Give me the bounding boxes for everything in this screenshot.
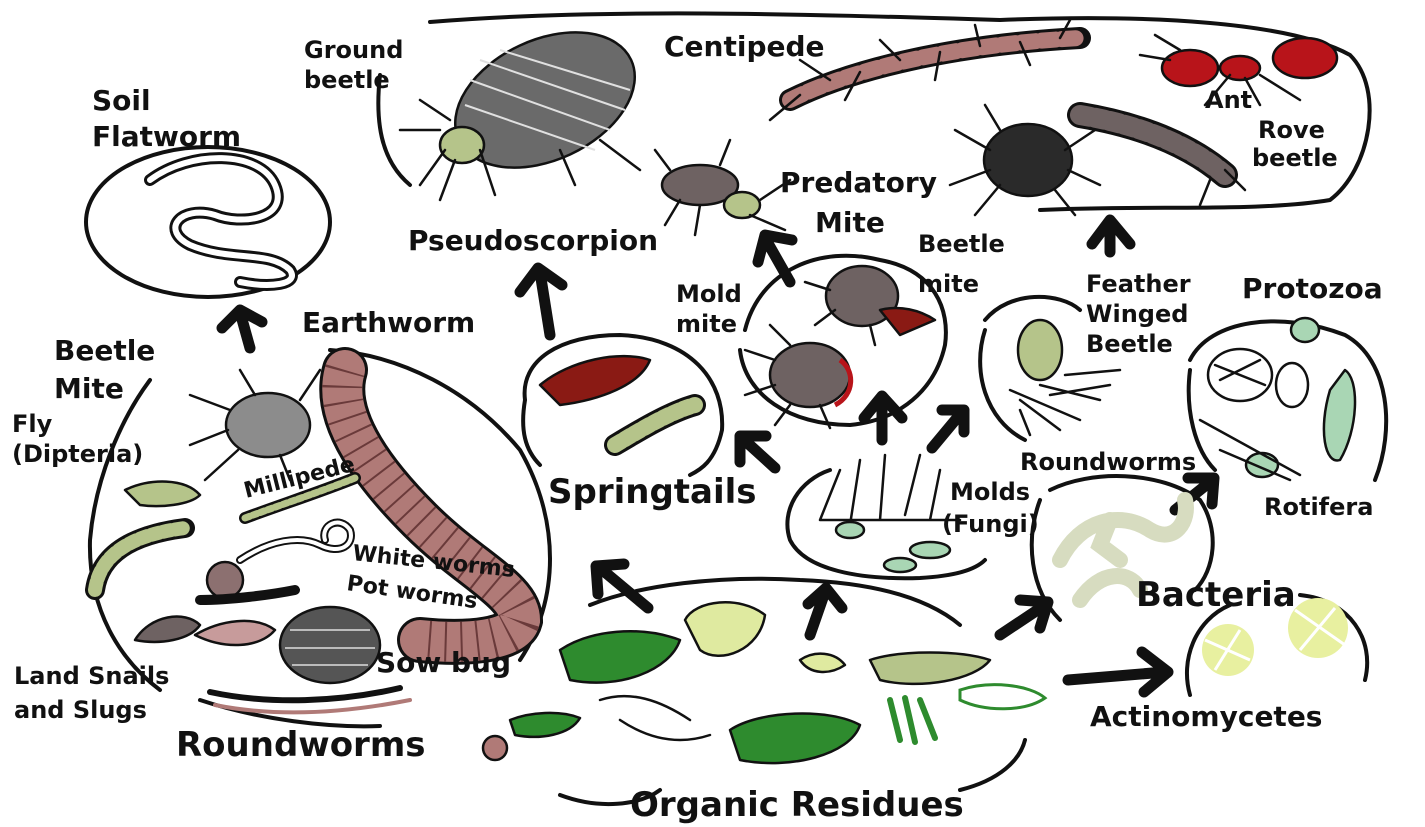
sow-bug-drawing bbox=[280, 607, 380, 683]
label-earthworm: Earthworm bbox=[302, 306, 475, 339]
label-beetle-mite-top-2: mite bbox=[918, 270, 979, 298]
arrow-to-springtails bbox=[740, 436, 775, 468]
label-mold-mite: mite bbox=[676, 310, 737, 338]
label-rotifera: Rotifera bbox=[1264, 493, 1373, 521]
label-feather-beetle: Beetle bbox=[1086, 330, 1173, 358]
label-predatory-mite: Mite bbox=[815, 206, 885, 239]
label-rove: Rove bbox=[1258, 116, 1325, 144]
label-beetle-left: Beetle bbox=[54, 334, 155, 367]
label-springtails: Springtails bbox=[548, 472, 757, 512]
organic-residues-outline bbox=[560, 579, 1025, 804]
mold-mite-drawing bbox=[745, 325, 851, 428]
label-winged: Winged bbox=[1086, 300, 1188, 328]
arrow-to-bacteria bbox=[1000, 600, 1048, 635]
arrow-to-pseudoscorpion bbox=[520, 268, 562, 335]
protozoa-drawing bbox=[1208, 318, 1355, 460]
pseudoscorpion-drawing bbox=[655, 140, 790, 235]
label-organic-residues: Organic Residues bbox=[630, 785, 964, 825]
white-worms-drawing bbox=[240, 523, 351, 560]
arrow-to-actinomycetes bbox=[1068, 652, 1168, 692]
label-centipede: Centipede bbox=[664, 30, 825, 63]
fly-larva-drawing bbox=[95, 482, 200, 590]
roundworms-left-drawing bbox=[210, 688, 410, 712]
arrow-to-mites bbox=[864, 396, 902, 440]
beetle-mite-left-drawing bbox=[190, 370, 320, 480]
label-beetle-mite-top-1: Beetle bbox=[918, 230, 1005, 258]
snails-slugs-drawing bbox=[135, 562, 295, 645]
label-ground: Ground bbox=[304, 36, 403, 64]
label-roundworms-left: Roundworms bbox=[176, 725, 426, 765]
label-roundworms-right: Roundworms bbox=[1020, 448, 1196, 476]
label-bacteria: Bacteria bbox=[1136, 575, 1296, 615]
springtails-drawing bbox=[540, 356, 695, 445]
label-fly: Fly bbox=[12, 410, 53, 438]
arrow-to-molds bbox=[808, 588, 842, 635]
rove-beetle-drawing bbox=[1080, 115, 1245, 205]
arrow-to-soil-flatworm bbox=[222, 310, 262, 348]
label-dipteria: (Dipteria) bbox=[12, 440, 143, 468]
soil-flatworm-drawing bbox=[150, 158, 292, 285]
molds-drawing bbox=[820, 455, 960, 572]
label-predatory: Predatory bbox=[780, 166, 937, 199]
arrow-to-feather-winged bbox=[932, 410, 964, 448]
label-feather: Feather bbox=[1086, 270, 1191, 298]
label-molds: Molds bbox=[950, 478, 1030, 506]
label-mite-left: Mite bbox=[54, 372, 124, 405]
arrow-to-predatory-mite bbox=[758, 235, 792, 282]
ground-beetle-drawing bbox=[400, 5, 656, 200]
label-pseudoscorpion: Pseudoscorpion bbox=[408, 224, 658, 257]
label-protozoa: Protozoa bbox=[1242, 272, 1383, 305]
label-actinomycetes: Actinomycetes bbox=[1090, 700, 1322, 733]
label-and-slugs: and Slugs bbox=[14, 696, 147, 724]
beetle-mite-top-drawing bbox=[805, 266, 935, 345]
label-rove-beetle: beetle bbox=[1252, 144, 1338, 172]
label-land-snails: Land Snails bbox=[14, 662, 169, 690]
label-ant: Ant bbox=[1205, 86, 1252, 114]
arrow-to-top-predators bbox=[1092, 220, 1130, 252]
label-fungi: (Fungi) bbox=[942, 510, 1039, 538]
label-ground-beetle: beetle bbox=[304, 66, 390, 94]
label-mold: Mold bbox=[676, 280, 742, 308]
label-soil: Soil bbox=[92, 84, 151, 117]
label-flatworm: Flatworm bbox=[92, 120, 241, 153]
label-sow-bug: Sow bug bbox=[376, 646, 511, 679]
